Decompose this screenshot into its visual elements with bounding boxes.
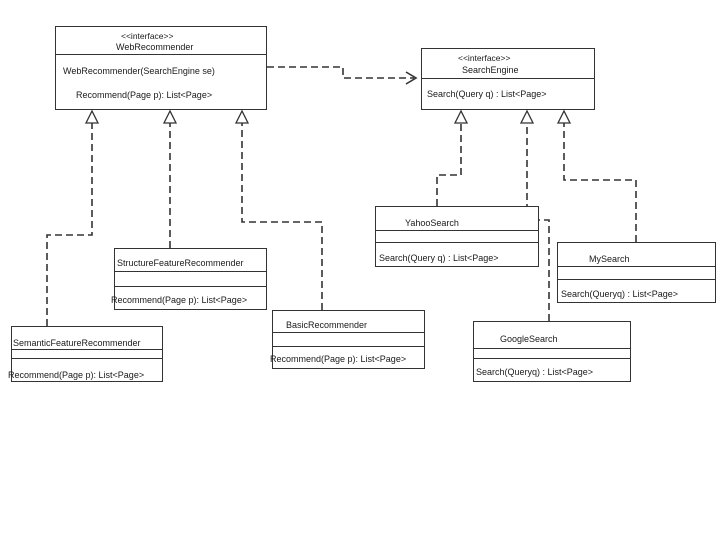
mysearch-class-box[interactable]: MySearch Search(Queryq) : List<Page> [557, 242, 716, 303]
googlesearch-name: GoogleSearch [500, 334, 558, 344]
webrecommender-constructor: WebRecommender(SearchEngine se) [63, 66, 215, 76]
realization-arrowhead-mysearch [556, 109, 572, 124]
realization-arrowhead-semantic [84, 109, 100, 124]
searchengine-class-box[interactable]: <<interface>> SearchEngine Search(Query … [421, 48, 595, 110]
realization-line-yahoo [436, 123, 462, 206]
googlesearch-class-box[interactable]: GoogleSearch Search(Queryq) : List<Page> [473, 321, 631, 382]
structurefeaturerecommender-separator-2 [115, 286, 266, 287]
webrecommender-method: Recommend(Page p): List<Page> [76, 90, 213, 100]
searchengine-stereotype: <<interface>> [458, 53, 511, 63]
searchengine-method: Search(Query q) : List<Page> [427, 89, 547, 99]
structurefeaturerecommender-separator-1 [115, 271, 266, 272]
mysearch-separator-2 [558, 279, 715, 280]
realization-arrowhead-structure [162, 109, 178, 124]
basicrecommender-name: BasicRecommender [286, 320, 368, 330]
basicrecommender-method: Recommend(Page p): List<Page> [270, 354, 407, 364]
semanticfeaturerecommender-name: SemanticFeatureRecommender [13, 338, 141, 348]
webrecommender-class-box[interactable]: <<interface>> WebRecommender WebRecommen… [55, 26, 267, 110]
searchengine-name: SearchEngine [462, 65, 519, 75]
basicrecommender-separator-2 [273, 346, 424, 347]
structurefeaturerecommender-class-box[interactable]: StructureFeatureRecommender [114, 248, 267, 310]
structurefeaturerecommender-name: StructureFeatureRecommender [117, 258, 244, 268]
googlesearch-method: Search(Queryq) : List<Page> [476, 367, 594, 377]
yahoosearch-name: YahooSearch [405, 218, 459, 228]
realization-line-basic [241, 123, 323, 310]
dependency-line-webrecommender-searchengine [267, 66, 414, 79]
structurefeaturerecommender-method: Recommend(Page p): List<Page> [111, 295, 248, 305]
basicrecommender-separator-1 [273, 332, 424, 333]
realization-line-semantic [46, 123, 93, 326]
semanticfeaturerecommender-method: Recommend(Page p): List<Page> [8, 370, 145, 380]
webrecommender-name: WebRecommender [116, 42, 194, 52]
semanticfeaturerecommender-class-box[interactable]: SemanticFeatureRecommender [11, 326, 163, 382]
dependency-arrowhead [405, 71, 418, 85]
realization-line-mysearch [563, 123, 637, 242]
semanticfeaturerecommender-separator-1 [12, 349, 162, 350]
searchengine-separator [422, 78, 594, 79]
googlesearch-separator-1 [474, 348, 630, 349]
yahoosearch-separator-2 [376, 242, 538, 243]
mysearch-name: MySearch [589, 254, 630, 264]
mysearch-method: Search(Queryq) : List<Page> [561, 289, 679, 299]
webrecommender-separator [56, 54, 266, 55]
mysearch-separator-1 [558, 266, 715, 267]
basicrecommender-class-box[interactable]: BasicRecommender [272, 310, 425, 369]
semanticfeaturerecommender-separator-2 [12, 358, 162, 359]
realization-arrowhead-yahoo [453, 109, 469, 124]
webrecommender-stereotype: <<interface>> [121, 31, 174, 41]
realization-arrowhead-google [519, 109, 535, 124]
yahoosearch-class-box[interactable]: YahooSearch Search(Query q) : List<Page> [375, 206, 539, 267]
yahoosearch-separator-1 [376, 230, 538, 231]
realization-arrowhead-basic [234, 109, 250, 124]
yahoosearch-method: Search(Query q) : List<Page> [379, 253, 499, 263]
googlesearch-separator-2 [474, 358, 630, 359]
